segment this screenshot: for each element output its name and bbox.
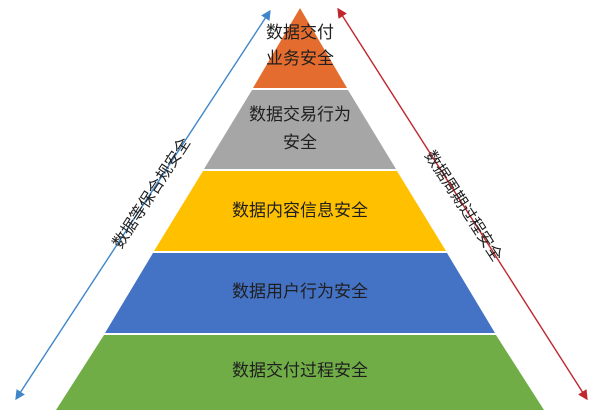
layer-second-label: 数据交易行为 安全 [210, 101, 390, 157]
right-double-arrow [337, 7, 588, 401]
layer-third-line-1: 数据内容信息安全 [232, 201, 368, 221]
layer-bottom-line-1: 数据交付过程安全 [232, 361, 368, 381]
layer-fourth-line-1: 数据用户行为安全 [232, 282, 368, 302]
layer-bottom-label: 数据交付过程安全 [170, 358, 430, 384]
layer-fourth-label: 数据用户行为安全 [170, 279, 430, 305]
layer-second-line-2: 安全 [283, 133, 317, 153]
layer-top-line-1: 数据交付 [266, 23, 334, 43]
layer-top-line-2: 业务安全 [266, 49, 334, 69]
layer-third-label: 数据内容信息安全 [170, 198, 430, 224]
left-double-arrow [15, 9, 271, 401]
layer-top-shape [253, 8, 347, 88]
layer-second-line-1: 数据交易行为 [249, 105, 351, 125]
layer-top-label: 数据交付 业务安全 [250, 20, 350, 72]
